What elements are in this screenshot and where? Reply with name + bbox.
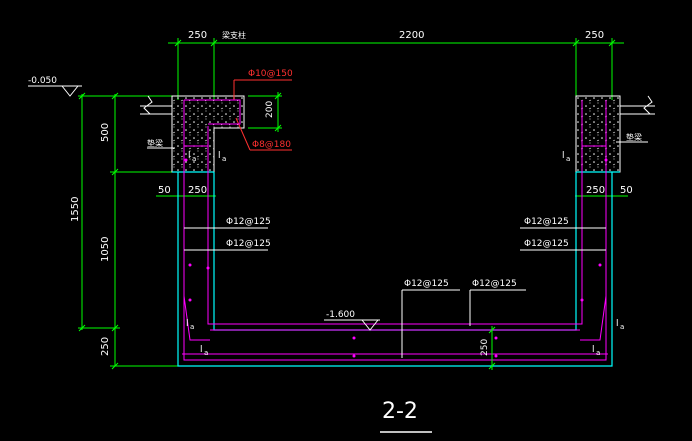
wall-rebar-leaders	[184, 227, 606, 358]
section-title: 2-2	[382, 399, 418, 424]
la-label-right-side: l a	[616, 319, 624, 331]
ground-break-right	[620, 95, 655, 115]
rebar-top-red-1: Φ10@150	[248, 69, 293, 79]
dim-inner-left-wall: 250	[188, 185, 207, 196]
svg-text:l: l	[186, 319, 189, 329]
dim-left-upper: 500	[100, 123, 111, 142]
ledge-dimension	[156, 192, 628, 200]
la-label-left-bottom: l a	[186, 319, 194, 331]
svg-text:a: a	[620, 323, 624, 331]
rebar-right-wall-2: Φ12@125	[524, 239, 569, 249]
dim-top-span: 2200	[399, 30, 424, 41]
tank-outline	[172, 171, 620, 367]
bottom-slab-dimension	[488, 326, 496, 370]
svg-text:l: l	[200, 345, 203, 355]
red-leaders	[233, 79, 292, 151]
la-label-left-mid: l a	[218, 151, 226, 163]
beam-label-left: 垫梁	[147, 138, 163, 148]
svg-text:a: a	[566, 155, 570, 163]
dim-left-middle: 1050	[100, 237, 111, 262]
svg-text:l: l	[188, 151, 191, 161]
rebar-bottom-2: Φ12@125	[472, 279, 517, 289]
svg-text:l: l	[592, 345, 595, 355]
dim-inner-right-ledge: 50	[620, 185, 633, 196]
dim-inner-left-ledge: 50	[158, 185, 171, 196]
rebar-dots	[184, 158, 608, 358]
left-dimension	[78, 92, 180, 370]
right-cap	[575, 95, 621, 173]
beam-label-top: 梁支柱	[222, 30, 246, 40]
la-label-left-base: l a	[200, 345, 208, 357]
dim-notch: 200	[265, 101, 275, 118]
dim-inner-right-wall: 250	[586, 185, 605, 196]
notch-dimension	[248, 92, 282, 132]
beam-label-right: 垫梁	[626, 132, 642, 142]
dim-left-bottom: 250	[100, 337, 111, 356]
rebar-left-wall-1: Φ12@125	[226, 217, 271, 227]
elevation-top-marker	[28, 85, 82, 97]
svg-text:a: a	[596, 349, 600, 357]
la-label-right-top: l a	[562, 151, 570, 163]
svg-text:a: a	[222, 155, 226, 163]
dim-bottom-slab: 250	[480, 339, 490, 356]
ground-break-left	[140, 95, 172, 115]
la-label-left-top: l a	[188, 151, 196, 163]
la-label-right-base: l a	[592, 345, 600, 357]
rebar-right-wall-1: Φ12@125	[524, 217, 569, 227]
svg-text:a: a	[190, 323, 194, 331]
rebar-lines	[182, 99, 608, 361]
rebar-bottom-1: Φ12@125	[404, 279, 449, 289]
dim-top-right-wall: 250	[585, 30, 604, 41]
dim-left-total: 1550	[70, 197, 81, 222]
rebar-left-wall-2: Φ12@125	[226, 239, 271, 249]
svg-text:l: l	[562, 151, 565, 161]
elevation-top: -0.050	[28, 76, 57, 86]
elevation-bottom-marker	[324, 319, 380, 331]
svg-text:l: l	[616, 319, 619, 329]
svg-text:a: a	[204, 349, 208, 357]
top-dimension	[168, 38, 624, 100]
svg-text:a: a	[192, 155, 196, 163]
dim-top-left-wall: 250	[188, 30, 207, 41]
rebar-top-red-2: Φ8@180	[252, 140, 291, 150]
svg-text:l: l	[218, 151, 221, 161]
elevation-bottom: -1.600	[326, 310, 355, 320]
